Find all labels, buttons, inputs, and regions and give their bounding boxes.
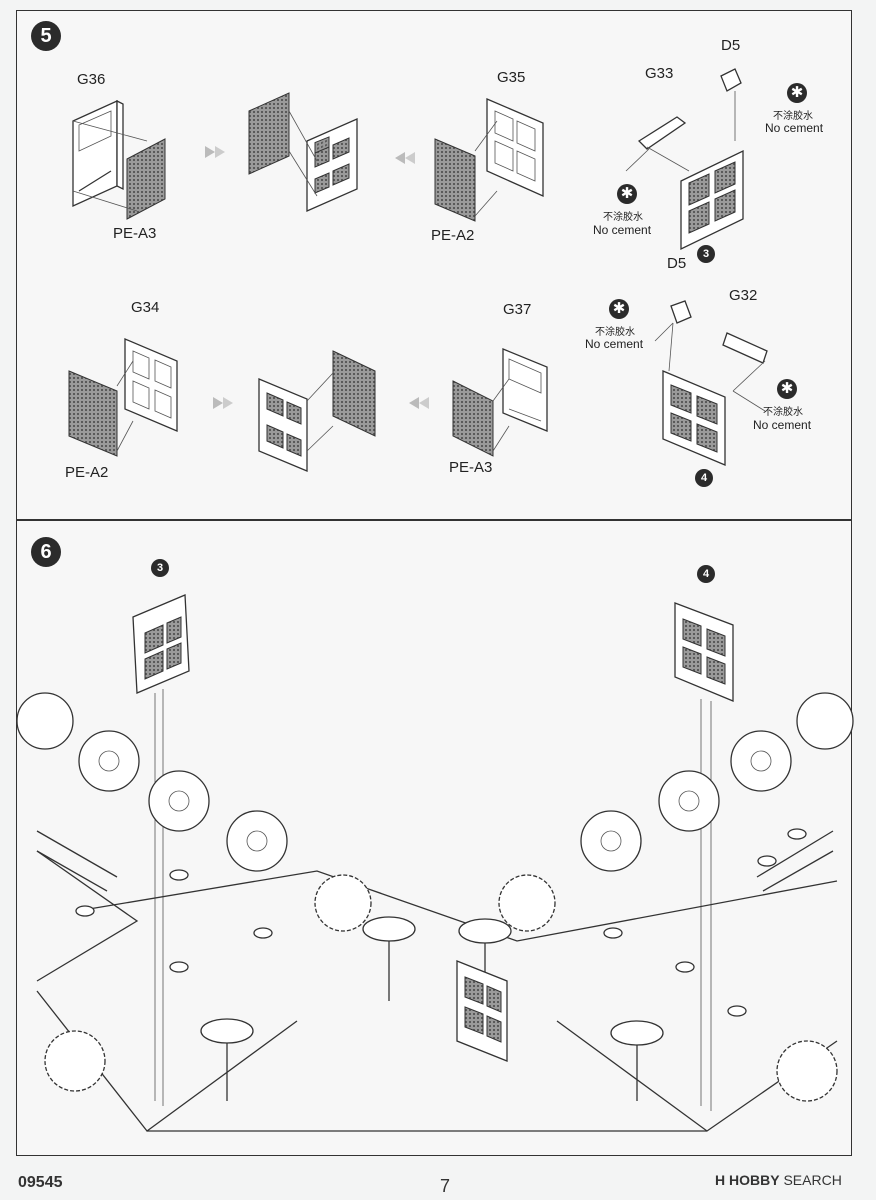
no-cement-cn: 不涂胶水 xyxy=(595,327,635,338)
label-g37: G37 xyxy=(503,301,532,318)
no-cement-en: No cement xyxy=(593,223,652,237)
step-5-panel: 5 xyxy=(16,10,852,520)
label-g34: G34 xyxy=(131,299,160,316)
step5-top-row-drawing xyxy=(72,68,744,251)
subassembly-4-marker: 4 xyxy=(695,469,713,487)
step-number: 6 xyxy=(31,537,61,567)
label-pe-a2-bottom: PE-A2 xyxy=(65,464,109,481)
no-glue-icon: ✱ xyxy=(617,184,637,204)
label-g36: G36 xyxy=(77,71,106,88)
brand-name: HOBBY xyxy=(729,1172,780,1188)
no-glue-icon: ✱ xyxy=(787,83,807,103)
page-number: 7 xyxy=(440,1176,451,1196)
step-6-panel: 6 3 4 xyxy=(16,520,854,1156)
label-pe-a3-bottom: PE-A3 xyxy=(449,459,493,476)
no-cement-cn: 不涂胶水 xyxy=(603,212,643,223)
no-cement-cn: 不涂胶水 xyxy=(763,407,803,418)
no-glue-icon: ✱ xyxy=(777,379,797,399)
brand-suffix: SEARCH xyxy=(783,1172,842,1188)
label-d5-bottom: D5 xyxy=(667,255,687,272)
label-g32: G32 xyxy=(729,287,758,304)
subassembly-3-marker: 3 xyxy=(151,559,169,577)
no-cement-cn: 不涂胶水 xyxy=(773,111,813,122)
subassembly-4-marker: 4 xyxy=(697,565,715,583)
no-cement-en: No cement xyxy=(585,337,644,351)
step6-hull-drawing xyxy=(16,594,854,1132)
step5-bottom-row-drawing xyxy=(68,300,768,472)
brand-logo-letter: H xyxy=(715,1172,726,1188)
label-g35: G35 xyxy=(497,69,526,86)
label-g33: G33 xyxy=(645,65,674,82)
step-number: 5 xyxy=(31,21,61,51)
no-cement-en: No cement xyxy=(765,121,824,135)
label-pe-a2-top: PE-A2 xyxy=(431,227,475,244)
subassembly-3-marker: 3 xyxy=(697,245,715,263)
product-code: 09545 xyxy=(18,1174,63,1191)
label-pe-a3-top: PE-A3 xyxy=(113,225,157,242)
no-cement-en: No cement xyxy=(753,418,812,432)
label-d5-top: D5 xyxy=(721,37,741,54)
no-glue-icon: ✱ xyxy=(609,299,629,319)
watermark-brand: H HOBBY SEARCH xyxy=(715,1172,842,1188)
